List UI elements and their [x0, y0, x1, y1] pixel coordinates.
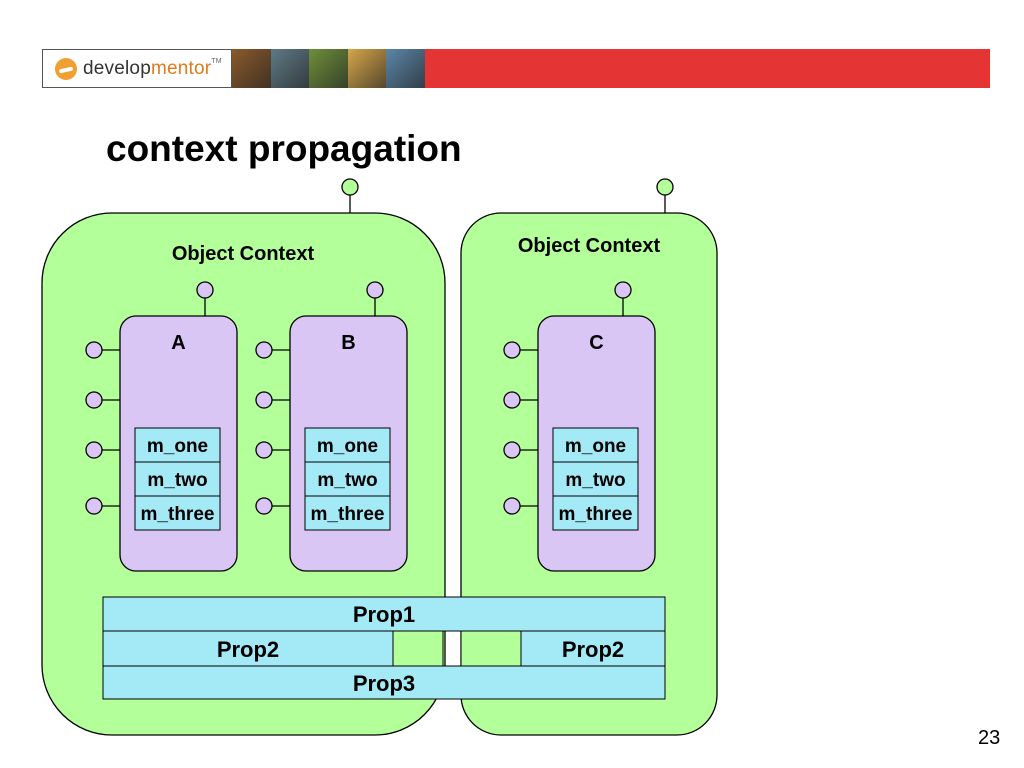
object-side-interface-icon	[255, 497, 273, 515]
logo-accent: mentor	[150, 58, 212, 79]
method-cell	[552, 495, 639, 531]
context-label: Object Context	[518, 235, 661, 257]
object-side-interface-icon	[503, 391, 521, 409]
object-side-interface-icon	[503, 497, 521, 515]
photo-1	[232, 49, 271, 88]
photo-3	[309, 49, 348, 88]
prop2-gap-left	[392, 630, 444, 667]
photo-4	[347, 49, 387, 88]
object-label: A	[171, 332, 185, 354]
prop2-left-label: Prop2	[217, 637, 279, 662]
context-interface-icon	[341, 178, 359, 196]
logo-text: developmentorTM	[83, 58, 222, 80]
method-label: m_one	[317, 436, 378, 457]
method-label: m_one	[147, 436, 208, 457]
object-side-interface-icon	[503, 441, 521, 459]
header-bar: developmentorTM	[42, 49, 990, 90]
object-label: B	[341, 332, 355, 354]
property-stack: Prop1 Prop2 Prop2 Prop3	[102, 596, 666, 700]
objects-layer: Am_onem_twom_threeBm_onem_twom_threeCm_o…	[85, 281, 656, 572]
object-side-interface-icon	[85, 441, 103, 459]
logo-prefix: develop	[83, 58, 151, 79]
object-a: Am_one m_two m_three	[85, 281, 238, 572]
object-side-interface-icon	[85, 391, 103, 409]
method-cell	[304, 495, 391, 531]
logo-trademark: TM	[211, 58, 222, 65]
object-c: Cm_one m_two m_three	[503, 281, 656, 572]
object-top-interface-icon	[366, 281, 384, 299]
prop1-label: Prop1	[353, 602, 415, 627]
page-number: 23	[978, 727, 1001, 749]
context-label: Object Context	[172, 243, 315, 265]
object-side-interface-icon	[85, 341, 103, 359]
photo-strip	[232, 49, 425, 88]
prop2-gap-right	[460, 630, 522, 667]
photo-2	[270, 49, 310, 88]
developmentor-logo: developmentorTM	[42, 49, 232, 88]
method-cell	[134, 461, 221, 497]
object-top-interface-icon	[196, 281, 214, 299]
logo-mark-icon	[55, 58, 77, 80]
object-side-interface-icon	[503, 341, 521, 359]
method-cell	[134, 495, 221, 531]
object-b: Bm_one m_two m_three	[255, 281, 408, 572]
method-label: m_two	[317, 470, 377, 491]
prop3-label: Prop3	[353, 671, 415, 696]
prop2-right-band	[520, 630, 666, 667]
slide-title: context propagation	[106, 128, 462, 169]
method-label: m_two	[147, 470, 207, 491]
method-label: m_one	[565, 436, 626, 457]
object-top-interface-icon	[614, 281, 632, 299]
method-label: m_two	[565, 470, 625, 491]
object-side-interface-icon	[255, 391, 273, 409]
prop2-right-label: Prop2	[562, 637, 624, 662]
object-side-interface-icon	[255, 441, 273, 459]
method-cell	[552, 427, 639, 463]
object-side-interface-icon	[85, 497, 103, 515]
method-cell	[304, 461, 391, 497]
photo-5	[386, 49, 425, 88]
object-side-interface-icon	[255, 341, 273, 359]
method-label: m_three	[311, 504, 385, 525]
method-label: m_three	[141, 504, 215, 525]
context-interface-icon	[656, 178, 674, 196]
brand-red-bar	[425, 49, 990, 88]
object-label: C	[589, 332, 603, 354]
prop3-band	[102, 665, 666, 700]
method-label: m_three	[559, 504, 633, 525]
prop2-left-band	[102, 630, 394, 667]
